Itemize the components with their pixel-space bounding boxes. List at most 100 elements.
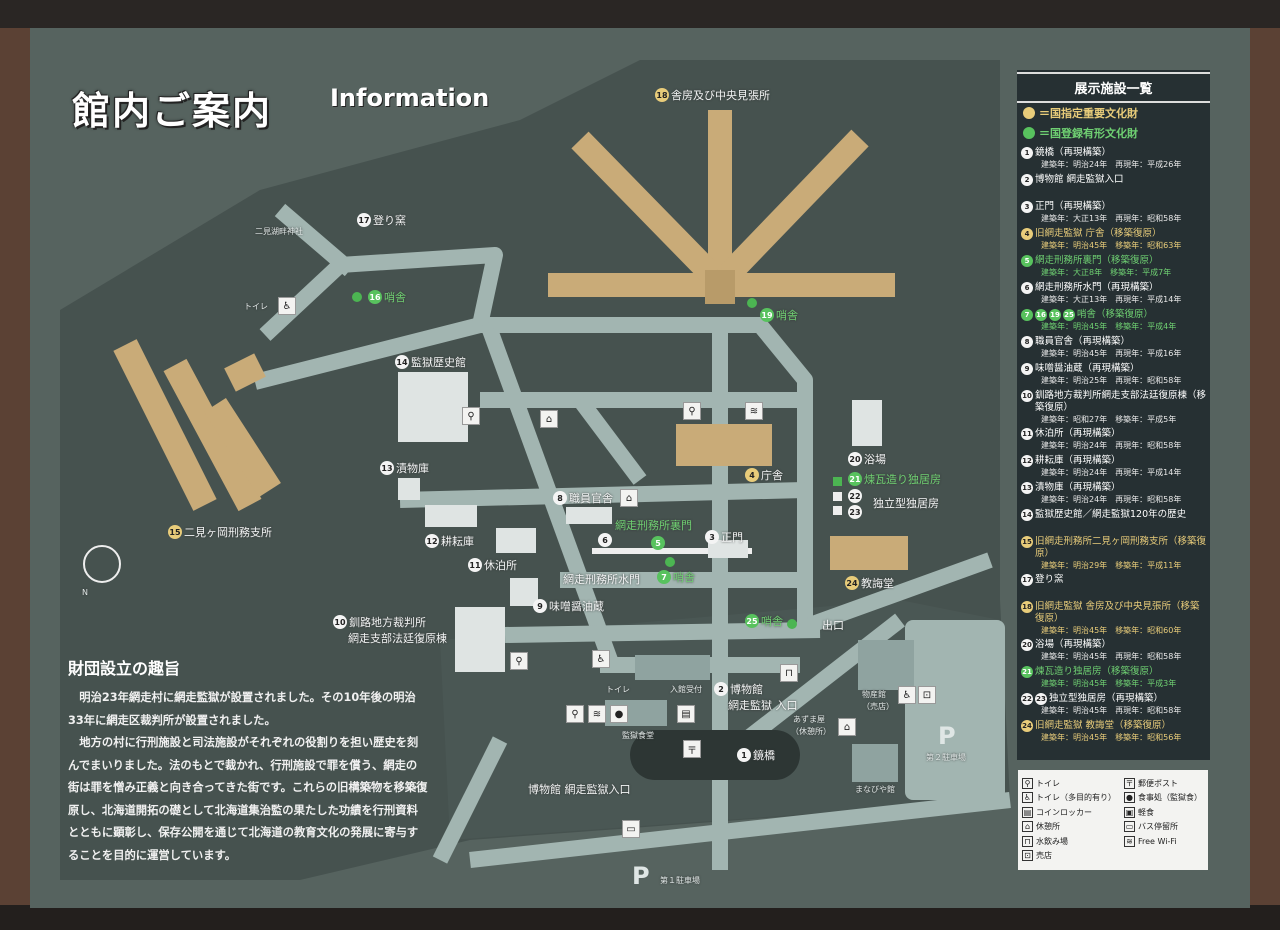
- map-label-exit[interactable]: 出口: [822, 619, 844, 632]
- wifi-icon[interactable]: ≋: [588, 705, 606, 723]
- rest-area-icon[interactable]: ⌂: [620, 489, 638, 507]
- map-label-bussan[interactable]: 物産館: [862, 690, 886, 700]
- toilet-icon[interactable]: ⚲: [683, 402, 701, 420]
- map-label-dining[interactable]: 監獄食堂: [622, 731, 654, 741]
- toilet-icon[interactable]: ⚲: [510, 652, 528, 670]
- map-label-toilet1[interactable]: トイレ: [244, 302, 268, 312]
- map-label-entrance[interactable]: 博物館 網走監獄入口: [528, 783, 631, 796]
- exhibit-number-badge: 22: [1021, 693, 1033, 705]
- map-label-shrine[interactable]: 二見湖畔神社: [255, 227, 303, 237]
- restaurant-icon[interactable]: ●: [610, 705, 628, 723]
- map-label-park1[interactable]: 第１駐車場: [660, 876, 700, 886]
- coin-locker-icon[interactable]: ▤: [677, 705, 695, 723]
- icon-legend-item: ≋Free Wi-Fi: [1124, 834, 1204, 849]
- map-label-l23[interactable]: 23: [848, 505, 862, 519]
- exhibit-dates: 建築年：明治45年 移築年：平成3年: [1021, 678, 1206, 690]
- accessible-toilet-icon[interactable]: ♿: [592, 650, 610, 668]
- map-label-manabiya[interactable]: まなびや館: [855, 785, 895, 795]
- wifi-icon[interactable]: ≋: [745, 402, 763, 420]
- map-label-l6[interactable]: 6: [598, 533, 612, 547]
- map-label-text: 職員官舎: [569, 491, 613, 505]
- post-box-icon[interactable]: 〒: [683, 740, 701, 758]
- exhibit-rebuilt-year: 再現年：平成14年: [1115, 295, 1182, 304]
- accessible-toilet-icon[interactable]: ♿: [898, 686, 916, 704]
- map-label-azumaya2[interactable]: （休憩所）: [791, 727, 831, 737]
- map-label-l22[interactable]: 22: [848, 489, 862, 503]
- map-label-reception[interactable]: 入館受付: [670, 685, 702, 695]
- radial-prison-18: [548, 110, 895, 300]
- map-label-l10b[interactable]: 網走支部法廷復原棟: [348, 632, 447, 645]
- exhibit-rebuilt-year: 再現年：昭和58年: [1115, 214, 1182, 223]
- map-label-park2[interactable]: 第２駐車場: [926, 753, 966, 763]
- map-label-toilet2[interactable]: トイレ: [606, 685, 630, 695]
- exhibit-number-badge: 9: [1021, 363, 1033, 375]
- map-label-l2223[interactable]: 独立型独居房: [873, 497, 939, 510]
- exhibit-dates: 建築年：明治24年 再現年：昭和58年: [1021, 494, 1206, 506]
- map-label-l5t[interactable]: 網走刑務所裏門: [615, 519, 692, 532]
- toilet-icon[interactable]: ♿: [278, 297, 296, 315]
- map-label-l6t[interactable]: 網走刑務所水門: [563, 573, 640, 586]
- toilet-icon[interactable]: ⚲: [566, 705, 584, 723]
- map-label-l5[interactable]: 5: [651, 536, 665, 550]
- map-label-azumaya[interactable]: あずま屋: [793, 715, 825, 725]
- map-label-bussan2[interactable]: （売店）: [862, 702, 894, 712]
- map-label-text: まなびや館: [855, 785, 895, 794]
- bus-stop-icon[interactable]: ▭: [622, 820, 640, 838]
- water-fountain-icon[interactable]: ⊓: [780, 664, 798, 682]
- map-label-l2b[interactable]: 網走監獄 入口: [728, 699, 798, 712]
- shop-icon[interactable]: ⊡: [918, 686, 936, 704]
- exhibit-dates: 建築年：明治24年 再現年：平成14年: [1021, 467, 1206, 479]
- map-label-text: 登り窯: [373, 213, 406, 227]
- map-number-badge: 18: [655, 88, 669, 102]
- toilet-icon[interactable]: ⚲: [462, 407, 480, 425]
- rest-area-icon[interactable]: ⌂: [838, 718, 856, 736]
- rest-area-icon[interactable]: ⌂: [540, 410, 558, 428]
